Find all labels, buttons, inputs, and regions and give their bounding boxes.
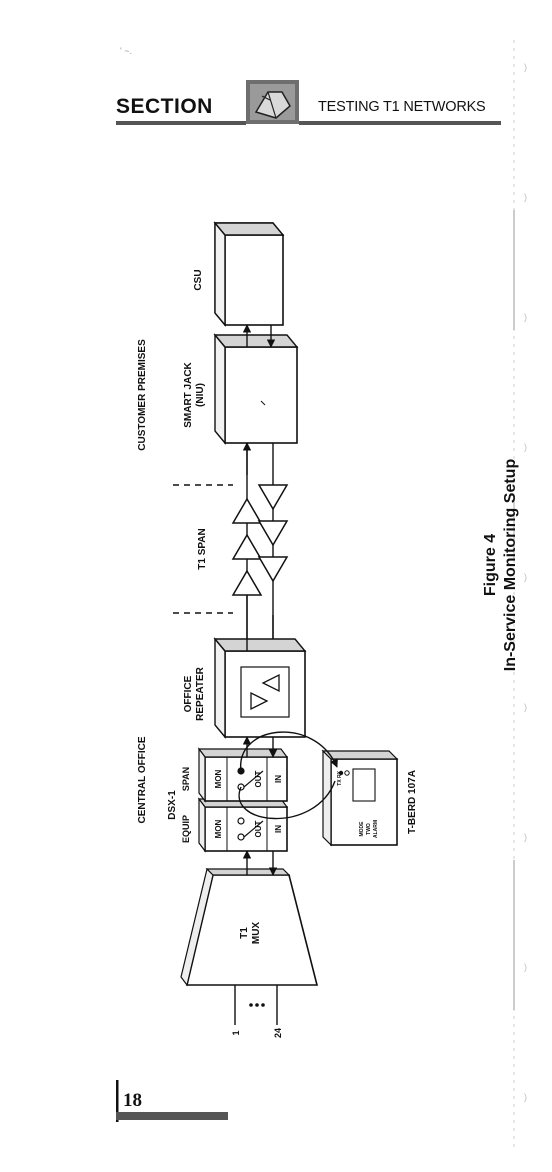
header-title: TESTING T1 NETWORKS [318, 99, 486, 115]
span-out-label: OUT [254, 770, 263, 787]
label-equip: EQUIP [181, 815, 191, 843]
dsx1-span-jack [197, 747, 289, 803]
label-mux: MUX [251, 922, 262, 945]
csu-box [213, 221, 285, 327]
svg-text:): ) [524, 192, 527, 202]
equip-mon-label: MON [214, 819, 223, 838]
section-label: SECTION [116, 95, 213, 118]
label-smart-jack: SMART JACK [183, 361, 194, 427]
label-repeater: REPEATER [195, 666, 206, 720]
section-icon [246, 80, 299, 124]
span-in-label: IN [274, 775, 283, 783]
label-smart-jack-niu: (NIU) [195, 383, 206, 407]
svg-text:): ) [524, 312, 527, 322]
span-mon-label: MON [214, 769, 223, 788]
svg-text:): ) [524, 572, 527, 582]
figure-number: Figure 4 [482, 534, 499, 596]
label-dsx1: DSX-1 [167, 790, 178, 820]
svg-text:): ) [524, 62, 527, 72]
header: ' ~. SECTION TESTING T1 NETWORKS [116, 46, 501, 125]
tberd-panel-two: TWO [366, 823, 372, 835]
label-channel-1: 1 [231, 1030, 241, 1035]
label-csu: CSU [193, 269, 204, 290]
label-customer-premises: CUSTOMER PREMISES [137, 339, 148, 451]
scan-edge: ) ) ) ) ) ) ) ) ) [513, 40, 527, 1150]
svg-text:): ) [524, 702, 527, 712]
footer: 18 [116, 1080, 228, 1122]
span-repeaters [231, 443, 289, 647]
svg-text:): ) [524, 1092, 527, 1102]
label-t1: T1 [239, 927, 250, 939]
mux-channels [234, 985, 278, 1025]
tberd-107a [321, 749, 399, 847]
scan-speck: ' ~. [120, 46, 132, 56]
label-office: OFFICE [183, 675, 194, 712]
office-repeater-box [213, 637, 307, 739]
patch-cord-mon-return [238, 780, 336, 820]
footer-rule-vertical [116, 1080, 119, 1122]
label-central-office: CENTRAL OFFICE [137, 736, 148, 823]
label-tberd: T-BERD 107A [407, 770, 418, 834]
tberd-panel-mode: MODE [359, 821, 365, 837]
tberd-panel-alarm: ALARM [373, 820, 379, 838]
smart-jack-box [213, 333, 299, 445]
equip-in-label: IN [274, 825, 283, 833]
header-rule-left [116, 121, 246, 125]
footer-rule [116, 1112, 228, 1120]
patch-cord-mon-to-tberd [240, 731, 338, 772]
header-rule-right [299, 121, 501, 125]
t1-mux [180, 867, 319, 987]
svg-text:): ) [524, 832, 527, 842]
label-channel-24: 24 [273, 1028, 283, 1038]
tberd-tx-rx-label: TX RX [337, 770, 343, 785]
label-t1-span: T1 SPAN [197, 528, 208, 570]
svg-text:): ) [524, 442, 527, 452]
label-span: SPAN [181, 767, 191, 791]
svg-text:): ) [524, 962, 527, 972]
page-number: 18 [123, 1090, 142, 1111]
figure-caption: In-Service Monitoring Setup [502, 459, 519, 672]
equip-out-label: OUT [254, 820, 263, 837]
